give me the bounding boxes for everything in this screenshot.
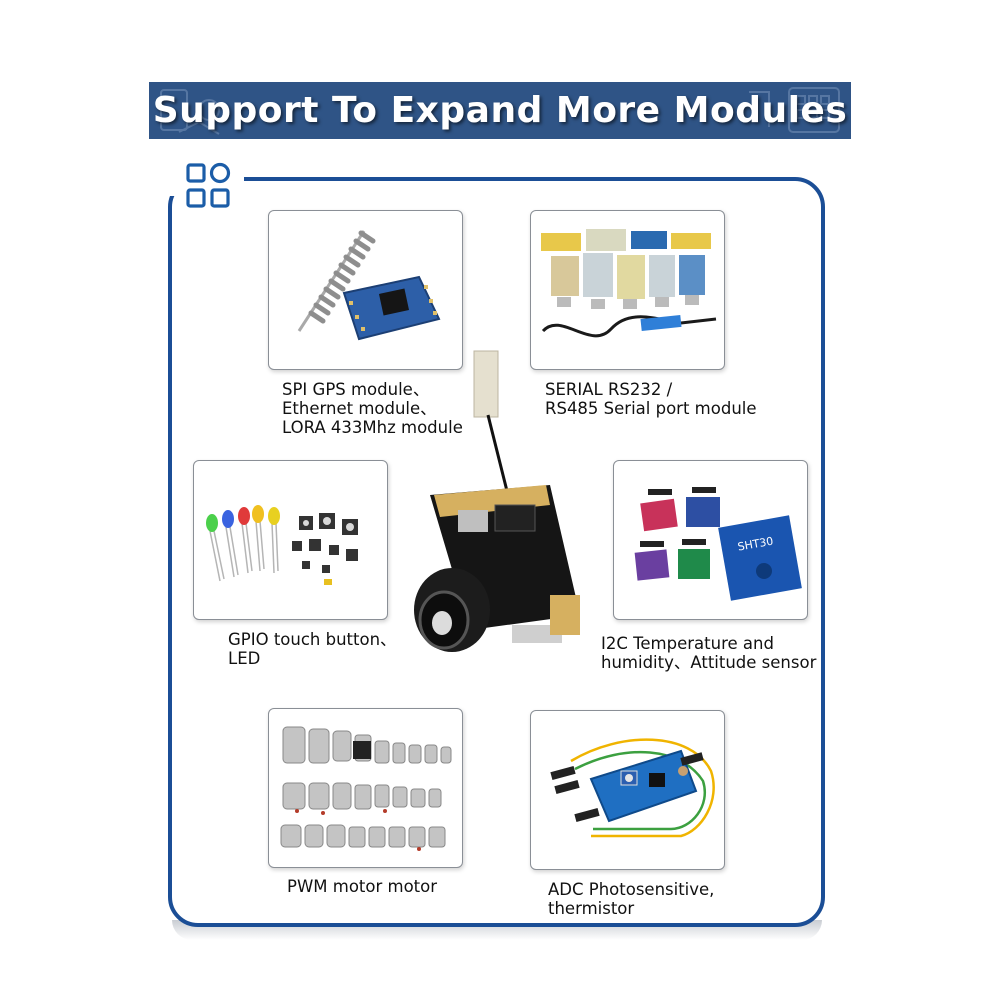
four-squares-grid-icon [186, 162, 231, 208]
dc-motors-image [280, 726, 452, 851]
i2c-module-card: SHT30 [613, 460, 808, 620]
photosensitive-sensor-module-image [550, 738, 715, 838]
gpio-module-label: GPIO touch button、 LED [228, 630, 397, 668]
title-banner: Support To Expand More Modules [149, 82, 851, 139]
sensor-boards-image: SHT30 [634, 487, 802, 601]
serial-module-card [530, 210, 725, 370]
lora-module-with-spring-antenna-image [297, 230, 441, 341]
spi-module-label: SPI GPS module、 Ethernet module、 LORA 43… [282, 380, 463, 437]
adc-module-card [530, 710, 725, 870]
banner-title: Support To Expand More Modules [152, 90, 848, 131]
serial-module-label: SERIAL RS232 / RS485 Serial port module [545, 380, 757, 418]
pwm-module-label: PWM motor motor [287, 877, 438, 896]
adc-module-label: ADC Photosensitive, thermistor [548, 880, 715, 918]
usb-serial-adapters-image [541, 229, 717, 338]
leds-and-buttons-image [206, 505, 358, 585]
gpio-module-card [193, 460, 388, 620]
pwm-module-card [268, 708, 463, 868]
camera-board-with-lens-image [414, 350, 580, 652]
sht30-print: SHT30 [737, 535, 775, 554]
i2c-module-label: I2C Temperature and humidity、Attitude se… [601, 634, 817, 672]
spi-module-card [268, 210, 463, 370]
banner-decoration [160, 87, 840, 135]
